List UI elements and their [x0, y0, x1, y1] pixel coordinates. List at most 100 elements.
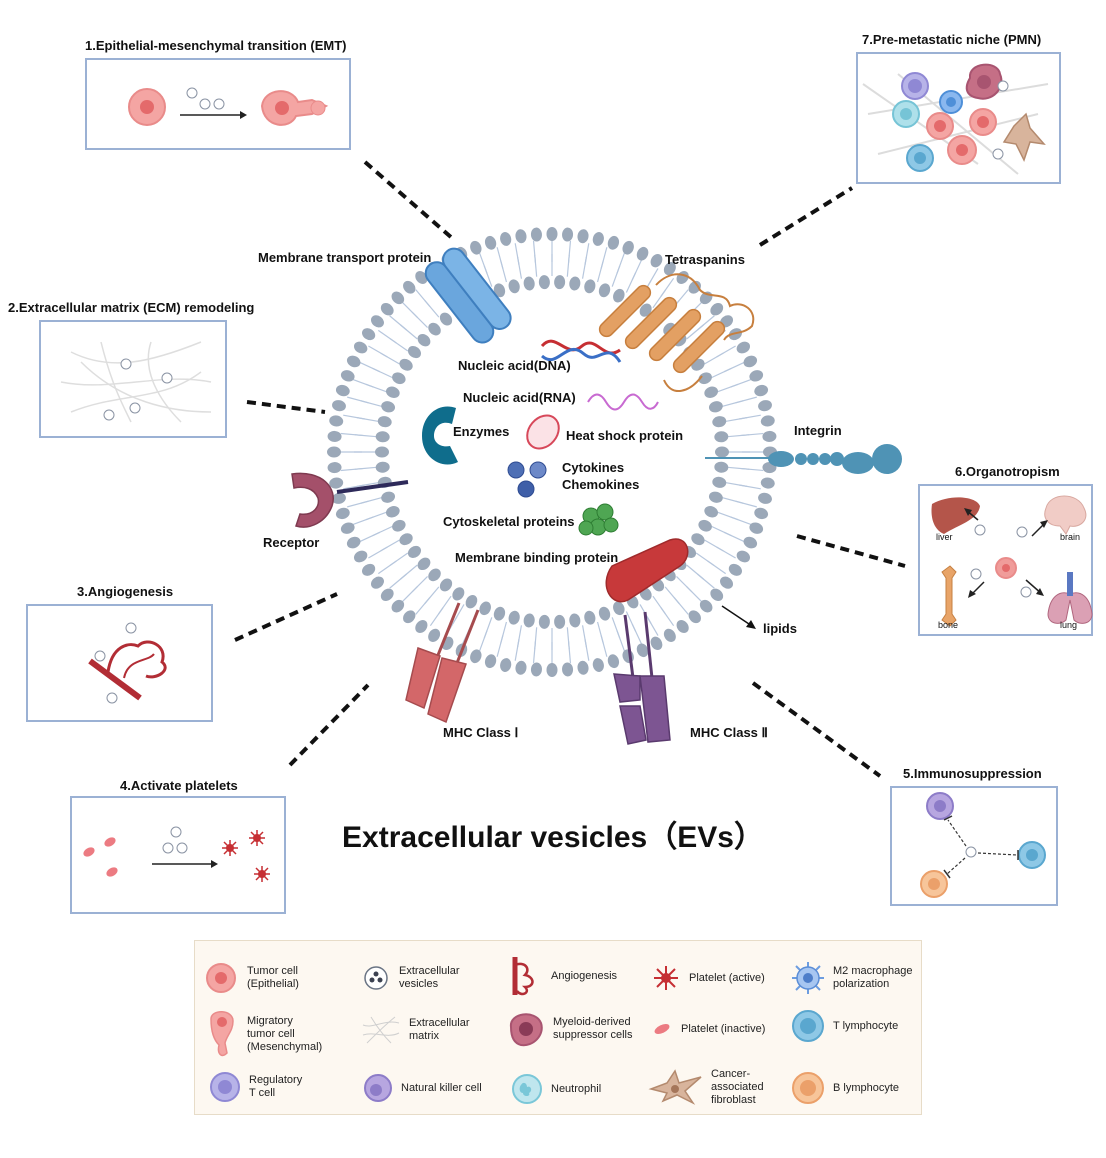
lipid-head	[484, 235, 497, 250]
lipid-head	[493, 606, 506, 621]
lipid-tail	[483, 617, 493, 639]
lipid-head	[340, 522, 355, 534]
panel-ecm	[39, 320, 227, 438]
panel-title-platelets: 4.Activate platelets	[120, 778, 238, 793]
membrane-transport-protein	[424, 247, 512, 344]
lipid-tail	[695, 552, 715, 567]
lipid-head	[439, 312, 453, 326]
lipid-head	[370, 315, 384, 328]
lipid-head	[762, 430, 777, 442]
mdsc-icon	[509, 1013, 543, 1047]
platelet-active-icon	[654, 966, 678, 990]
label-integrin: Integrin	[794, 423, 842, 438]
label-lipids: lipids	[763, 621, 797, 636]
lipid-head	[391, 599, 405, 613]
legend-item-platelet-active: Platelet (active)	[651, 963, 765, 993]
lipid-head	[598, 283, 611, 298]
legend: Tumor cell (Epithelial) Extracellular ve…	[194, 940, 922, 1115]
lipid-tail	[500, 260, 508, 283]
caf-icon	[648, 1069, 702, 1105]
lipid-head	[708, 401, 723, 413]
lipid-tail	[566, 627, 570, 650]
pmn-illustration	[862, 63, 1049, 175]
lipid-head	[493, 283, 506, 298]
lipid-tail	[611, 265, 621, 287]
lipid-tail	[704, 539, 724, 552]
lipid-head	[592, 232, 604, 246]
platelet-inactive-icon	[654, 1024, 670, 1034]
lipid-head	[650, 253, 663, 268]
label-membrane-transport: Membrane transport protein	[258, 250, 432, 265]
lipid-tail	[365, 511, 387, 521]
lipid-head	[554, 614, 566, 629]
legend-item-t-lymphocyte: T lymphocyte	[791, 1009, 898, 1043]
label-chemokines: Chemokines	[562, 477, 640, 492]
lipid-tail	[411, 311, 428, 328]
legend-item-ev: Extracellular vesicles	[361, 963, 460, 993]
enzyme-icon	[422, 406, 458, 465]
cytoskeletal-protein-icon	[578, 503, 619, 536]
lipid-tail	[581, 256, 587, 279]
lipid-head	[546, 227, 558, 241]
lipid-head	[381, 491, 396, 503]
emt-illustration	[128, 87, 329, 126]
lipid-tails	[340, 240, 764, 664]
lipid-head	[407, 346, 421, 359]
lipid-head	[375, 431, 390, 443]
lipid-tail	[581, 625, 587, 648]
lipid-tail	[711, 525, 732, 537]
lipid-head	[327, 446, 341, 458]
lipid-head	[698, 372, 712, 385]
lipid-tail	[686, 324, 705, 340]
lipid-tail	[711, 367, 732, 379]
lipid-head	[415, 270, 428, 284]
lipid-tail	[676, 576, 693, 593]
lipid-tail	[664, 586, 680, 605]
angiogenesis-illustration	[88, 622, 167, 704]
liver-icon	[931, 497, 980, 534]
panel-angio	[26, 604, 213, 722]
panel-pmn	[856, 52, 1061, 184]
lipid-head	[754, 384, 769, 397]
lipid-head	[377, 416, 392, 428]
lipid-head	[538, 614, 550, 629]
legend-item-ecm: Extracellular matrix	[361, 1015, 470, 1045]
m2-macrophage-icon	[792, 962, 824, 994]
lipid-head	[415, 620, 428, 634]
lipid-head	[428, 568, 441, 582]
lipid-head	[584, 610, 596, 625]
lipid-head	[508, 610, 520, 625]
panel-title-emt: 1.Epithelial-mesenchymal transition (EMT…	[85, 38, 347, 53]
lipid-head	[743, 536, 758, 549]
lipid-tail	[717, 511, 739, 521]
legend-item-neutrophil: Neutrophil	[511, 1073, 601, 1105]
lipid-head	[577, 229, 589, 244]
lipid-head	[554, 275, 566, 290]
t-lymphocyte-icon	[792, 1010, 824, 1042]
lipid-head	[562, 662, 574, 677]
lipid-head	[392, 519, 406, 532]
lipid-head	[622, 240, 634, 255]
lipid-head	[569, 276, 581, 291]
label-mhc-class-1: MHC Class Ⅰ	[443, 725, 519, 740]
lipid-head	[758, 492, 772, 504]
lipid-head	[403, 280, 416, 294]
dna-icon	[540, 339, 622, 363]
lipid-head	[417, 557, 431, 571]
receptor-protein	[291, 472, 409, 528]
lipid-head	[546, 663, 558, 677]
lipid-tail	[424, 586, 440, 605]
lipid-head	[327, 430, 342, 442]
lipid-tail	[727, 434, 750, 438]
lipid-tail	[372, 525, 393, 537]
lipid-head	[704, 506, 718, 518]
label-enzymes: Enzymes	[453, 424, 510, 439]
lipid-head	[515, 229, 527, 244]
label-heat-shock-protein: Heat shock protein	[566, 428, 684, 443]
lipid-head	[428, 322, 441, 336]
lipid-head	[712, 416, 727, 428]
lipid-tail	[534, 627, 538, 650]
lipid-head	[399, 358, 413, 371]
lipid-head	[650, 636, 663, 651]
lipid-head	[335, 507, 350, 520]
